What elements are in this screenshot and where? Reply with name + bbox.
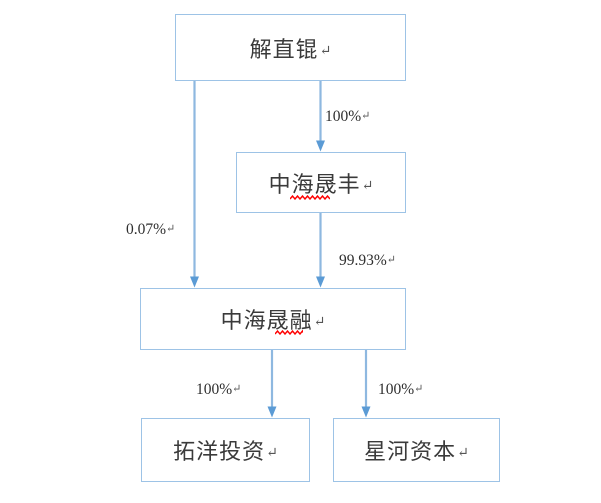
- pilcrow-mark: ↵: [319, 43, 332, 59]
- edge-label-shengrong-to-tuoyang: 100%↵: [196, 381, 242, 398]
- node-zhonghai-shengfeng[interactable]: 中海晟丰↵: [236, 152, 406, 213]
- node-label-xinghe-ziben: 星河资本↵: [364, 439, 469, 464]
- node-label-zhonghai-shengfeng: 中海晟丰↵: [268, 171, 374, 197]
- edge-label-jzk-to-shengrong: 0.07%↵: [126, 221, 176, 238]
- node-jie-zhi-kun[interactable]: 解直锟↵: [175, 14, 406, 81]
- pilcrow-mark: ↵: [266, 446, 278, 461]
- node-label-jie-zhi-kun: 解直锟↵: [249, 36, 332, 62]
- pilcrow-mark: ↵: [313, 315, 326, 330]
- edge-label-shengrong-to-xinghe: 100%↵: [378, 381, 424, 398]
- pilcrow-mark: ↵: [361, 178, 374, 194]
- pilcrow-mark: ↵: [232, 383, 242, 395]
- pilcrow-mark: ↵: [166, 223, 176, 235]
- pilcrow-mark: ↵: [457, 446, 469, 461]
- node-label-tuoyang-touzi: 拓洋投资↵: [173, 439, 278, 464]
- node-label-zhonghai-shengrong: 中海晟融↵: [220, 308, 326, 333]
- edge-label-jzk-to-shengfeng: 100%↵: [325, 108, 371, 125]
- node-xinghe-ziben[interactable]: 星河资本↵: [333, 418, 500, 482]
- node-zhonghai-shengrong[interactable]: 中海晟融↵: [140, 288, 406, 350]
- pilcrow-mark: ↵: [414, 383, 424, 395]
- pilcrow-mark: ↵: [386, 254, 397, 266]
- node-tuoyang-touzi[interactable]: 拓洋投资↵: [141, 418, 310, 482]
- pilcrow-mark: ↵: [361, 110, 371, 122]
- edge-label-shengfeng-to-shengrong: 99.93%↵: [339, 252, 397, 269]
